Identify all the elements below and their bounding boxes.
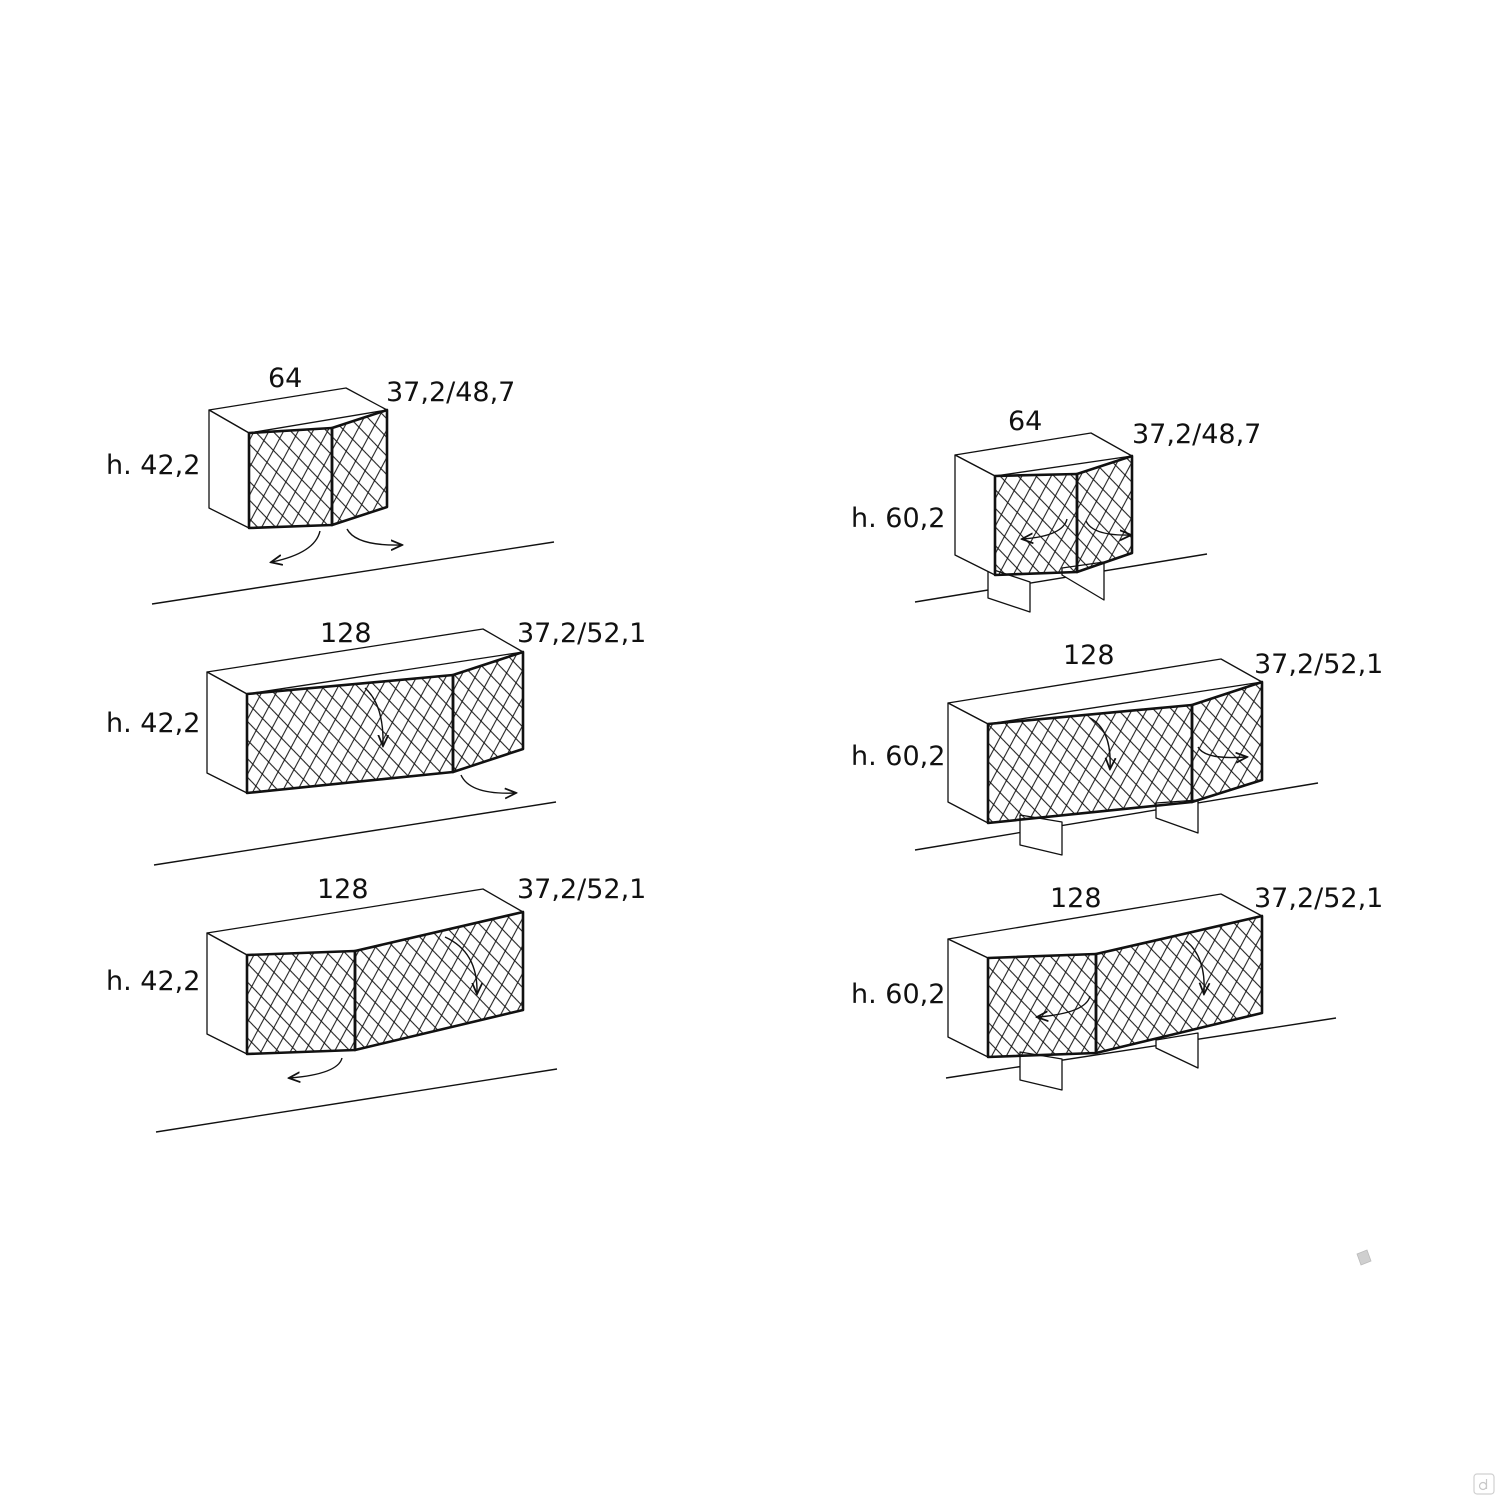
floor-line bbox=[153, 801, 557, 866]
door-right bbox=[353, 910, 525, 1052]
door-left bbox=[247, 426, 334, 530]
unit-wall-128-b: 128 37,2/52,1 h. 42,2 bbox=[106, 874, 646, 1133]
depth-label: 37,2/52,1 bbox=[517, 874, 646, 905]
watermark-logo-icon bbox=[1356, 1249, 1372, 1266]
swing-arrow-left bbox=[290, 1057, 343, 1078]
unit-wall-128-a: 128 37,2/52,1 h. 42,2 bbox=[106, 618, 646, 866]
cabinet-side bbox=[947, 702, 989, 824]
width-label: 128 bbox=[1050, 883, 1102, 914]
door-right bbox=[1190, 680, 1264, 804]
door-left bbox=[245, 673, 455, 795]
leg-right bbox=[1155, 1032, 1199, 1069]
door-right bbox=[1094, 914, 1264, 1055]
floor-line bbox=[155, 1068, 558, 1133]
cabinet-side bbox=[954, 454, 996, 576]
leg-left bbox=[987, 567, 1031, 613]
width-label: 128 bbox=[320, 618, 372, 649]
cabinet-side bbox=[947, 938, 989, 1058]
floor-line bbox=[151, 541, 555, 605]
swing-arrow-left bbox=[1023, 518, 1068, 539]
floor-line bbox=[914, 553, 1208, 603]
unit-legs-64: 64 37,2/48,7 h. 60,2 bbox=[851, 406, 1261, 613]
door-right bbox=[451, 650, 525, 774]
door-left bbox=[986, 952, 1098, 1059]
height-label: h. 60,2 bbox=[851, 979, 945, 1010]
swing-arrow-flap bbox=[444, 936, 477, 993]
depth-label: 37,2/48,7 bbox=[386, 377, 515, 408]
corner-logo-icon bbox=[1473, 1473, 1495, 1495]
width-label: 128 bbox=[1063, 640, 1115, 671]
cabinet-side bbox=[206, 932, 248, 1055]
door-left bbox=[245, 949, 357, 1056]
swing-arrow-flap bbox=[1089, 717, 1110, 768]
swing-arrow-flap bbox=[1185, 940, 1204, 993]
height-label: h. 42,2 bbox=[106, 450, 200, 481]
door-right bbox=[330, 408, 389, 527]
height-label: h. 42,2 bbox=[106, 708, 200, 739]
swing-arrow-left bbox=[1038, 995, 1091, 1017]
width-label: 128 bbox=[317, 874, 369, 905]
height-label: h. 60,2 bbox=[851, 503, 945, 534]
cabinet-side bbox=[206, 671, 248, 794]
door-left bbox=[986, 703, 1194, 825]
floor-line bbox=[914, 782, 1319, 851]
unit-wall-64: 64 37,2/48,7 h. 42,2 bbox=[106, 363, 555, 605]
width-label: 64 bbox=[268, 363, 302, 394]
height-label: h. 60,2 bbox=[851, 741, 945, 772]
unit-legs-128-b: 128 37,2/52,1 h. 60,2 bbox=[851, 883, 1383, 1091]
door-right bbox=[1075, 454, 1134, 574]
floor-line bbox=[945, 1017, 1337, 1079]
depth-label: 37,2/48,7 bbox=[1132, 419, 1261, 450]
width-label: 64 bbox=[1008, 406, 1042, 437]
swing-arrow-right bbox=[346, 528, 401, 545]
depth-label: 37,2/52,1 bbox=[517, 618, 646, 649]
leg-left bbox=[1019, 814, 1063, 856]
swing-arrow-right bbox=[460, 774, 515, 793]
swing-arrow-right bbox=[1197, 746, 1246, 758]
swing-arrow-flap bbox=[364, 687, 383, 745]
height-label: h. 42,2 bbox=[106, 966, 200, 997]
depth-label: 37,2/52,1 bbox=[1254, 883, 1383, 914]
leg-left bbox=[1019, 1051, 1063, 1091]
unit-legs-128-a: 128 37,2/52,1 h. 60,2 bbox=[851, 640, 1383, 856]
depth-label: 37,2/52,1 bbox=[1254, 649, 1383, 680]
swing-arrow-right bbox=[1085, 520, 1130, 535]
swing-arrow-left bbox=[272, 530, 321, 562]
